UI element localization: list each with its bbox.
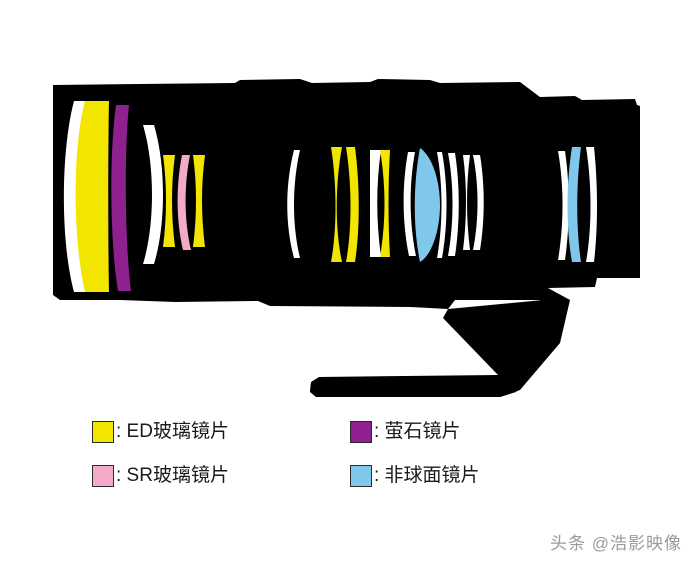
legend-item-label: : SR玻璃镜片 (116, 465, 229, 486)
lens-barrel-body (53, 79, 640, 309)
lens-element-9-ed (331, 147, 342, 262)
legend-row: : SR玻璃镜片 : 非球面镜片 (92, 459, 572, 493)
lens-element-12-ed (380, 150, 390, 257)
lens-element-17-plain (473, 155, 484, 250)
legend-fluorite: : 萤石镜片 (350, 415, 461, 449)
legend-sr-glass: : SR玻璃镜片 (92, 459, 229, 493)
lens-element-1-plain (63, 101, 86, 292)
lens-element-14-rim (437, 152, 447, 258)
legend-row: : ED玻璃镜片 : 萤石镜片 (92, 415, 572, 449)
color-swatch-icon (92, 421, 114, 443)
lens-element-20-plain (586, 147, 597, 262)
lens-element-6-sr (177, 155, 191, 250)
lens-element-19-aspherical (567, 147, 581, 262)
color-swatch-icon (92, 465, 114, 487)
lens-element-13-plain (403, 152, 416, 256)
color-swatch-icon (350, 421, 372, 443)
lens-diagram (53, 79, 640, 397)
lens-element-5-ed (163, 155, 175, 247)
lens-element-7-ed (193, 155, 205, 247)
legend-item-label: : 非球面镜片 (374, 465, 480, 486)
legend-ed-glass: : ED玻璃镜片 (92, 415, 229, 449)
lens-element-11-plain (370, 150, 381, 257)
lens-element-8-plain (287, 150, 300, 258)
tripod-foot-fill (310, 300, 563, 397)
lens-element-15-plain (448, 153, 459, 256)
lens-element-2-ed (75, 101, 109, 292)
lens-element-4-plain (143, 125, 163, 264)
legend-aspherical: : 非球面镜片 (350, 459, 480, 493)
legend: : ED玻璃镜片 : 萤石镜片 : SR玻璃镜片 : 非球面镜片 (92, 415, 572, 501)
lens-element-16-plain (463, 155, 470, 250)
lens-element-10-ed (346, 147, 359, 262)
lens-element-14b-aspherical (414, 148, 436, 262)
legend-item-label: : ED玻璃镜片 (116, 421, 229, 442)
legend-item-label: : 萤石镜片 (374, 421, 461, 442)
watermark: 头条 @浩影映像 (550, 534, 682, 553)
lens-element-3-fluorite (111, 105, 131, 291)
color-swatch-icon (350, 465, 372, 487)
lens-cross-section-svg (53, 79, 640, 397)
lens-element-18-plain (558, 151, 569, 260)
